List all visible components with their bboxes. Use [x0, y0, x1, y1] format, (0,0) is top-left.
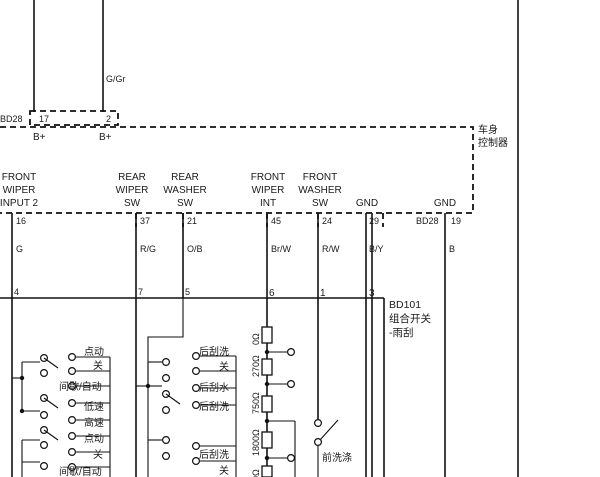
bcm-label-2: 控制器 — [478, 136, 508, 149]
wire-color-brw: Br/W — [271, 244, 292, 254]
svg-text:WIPER: WIPER — [252, 185, 285, 196]
switch-name-1: 组合开关 — [389, 312, 431, 325]
svg-text:SW: SW — [124, 198, 141, 209]
front-pos-4: 低速 — [84, 400, 104, 413]
svg-text:SW: SW — [312, 198, 329, 209]
svg-text:FRONT: FRONT — [303, 172, 337, 183]
rear-pos-2: 关 — [219, 360, 229, 373]
pin-2-label: 2 — [106, 114, 111, 124]
sw-pin-5: 5 — [185, 287, 190, 297]
sig-front-wiper-input2: FRONT WIPER INPUT 2 — [0, 172, 39, 209]
svg-text:REAR: REAR — [171, 172, 199, 183]
res-750ohm: 750Ω — [251, 392, 261, 414]
wire-color-b: B — [449, 244, 455, 254]
rear-pos-1: 后刮洗 — [199, 345, 229, 358]
front-pos-8: 间歇/自动 — [59, 465, 102, 477]
wire-color-g: G — [16, 244, 23, 254]
sw-pin-1: 1 — [320, 288, 326, 299]
wire-color-ob: O/B — [187, 244, 203, 254]
bcm-pin-24: 24 — [322, 216, 332, 226]
sig-rear-washer-sw: REAR WASHER SW — [163, 172, 207, 209]
sw-pin-4: 4 — [14, 287, 19, 297]
bcm-pin-19: 19 — [451, 216, 461, 226]
sig-front-washer-sw: FRONT WASHER SW — [298, 172, 342, 209]
front-pos-5: 高速 — [84, 416, 104, 429]
svg-text:FRONT: FRONT — [2, 172, 36, 183]
bcm-pin-45: 45 — [271, 216, 281, 226]
rear-pos-5: 后刮洗 — [199, 448, 229, 461]
switch-name-2: -雨刮 — [389, 326, 414, 339]
svg-text:INPUT 2: INPUT 2 — [0, 198, 39, 209]
rear-pos-4: 后刮洗 — [199, 400, 229, 413]
sig-front-wiper-int: FRONT WIPER INT — [251, 172, 285, 209]
sw-pin-6: 6 — [269, 288, 275, 299]
front-pos-2: 关 — [93, 359, 103, 372]
sig-gnd-2: GND — [434, 198, 456, 209]
svg-text:SW: SW — [177, 198, 194, 209]
bcm-pin-16: 16 — [16, 216, 26, 226]
conn-bd28-lower: BD28 — [416, 216, 439, 226]
front-wiper-switch-bank — [12, 353, 111, 477]
svg-text:WIPER: WIPER — [3, 185, 36, 196]
front-pos-1: 点动 — [84, 346, 104, 358]
res-0ohm: 0Ω — [251, 333, 261, 345]
front-pos-6: 点动 — [84, 433, 104, 445]
conn-bd28-top-label: BD28 — [0, 114, 23, 124]
front-wash-label: 前洗涤 — [322, 451, 352, 464]
sw-pin-3: 3 — [369, 288, 375, 299]
bplus-label-2: B+ — [99, 132, 112, 143]
resistor-ladder — [261, 298, 296, 477]
bcm-outline — [0, 126, 474, 214]
svg-text:INT: INT — [260, 198, 276, 209]
bplus-label-1: B+ — [33, 132, 46, 143]
front-washer-switch — [314, 298, 339, 477]
front-pos-7: 关 — [93, 448, 103, 461]
res-1800ohm: 1800Ω — [251, 429, 261, 456]
bcm-pin-37: 37 — [140, 216, 150, 226]
front-pos-3: 间歇/自动 — [59, 380, 102, 393]
wire-color-g-gr: G/Gr — [106, 74, 126, 84]
sw-pin-7: 7 — [138, 287, 143, 297]
wire-color-rw: R/W — [322, 244, 340, 254]
rear-wiper-switch-bank — [136, 298, 237, 477]
svg-text:REAR: REAR — [118, 172, 146, 183]
pin-17-label: 17 — [39, 114, 49, 124]
bcm-pin-29: 29 — [369, 216, 379, 226]
rear-pos-3: 后刮水 — [199, 381, 229, 394]
svg-text:WASHER: WASHER — [163, 185, 207, 196]
res-1500ohm: 1500Ω — [251, 469, 261, 477]
rear-pos-6: 关 — [219, 464, 229, 477]
bcm-pin-21: 21 — [187, 216, 197, 226]
res-270ohm: 270Ω — [251, 355, 261, 377]
wire-color-by: B/Y — [369, 244, 384, 254]
connector-bd28-top — [29, 110, 119, 126]
svg-text:WIPER: WIPER — [116, 185, 149, 196]
sig-gnd-1: GND — [356, 198, 378, 209]
wire-color-rg: R/G — [140, 244, 156, 254]
sig-rear-wiper-sw: REAR WIPER SW — [116, 172, 149, 209]
svg-text:FRONT: FRONT — [251, 172, 285, 183]
bcm-label-1: 车身 — [478, 123, 498, 136]
switch-conn-label: BD101 — [389, 299, 421, 311]
svg-text:WASHER: WASHER — [298, 185, 342, 196]
